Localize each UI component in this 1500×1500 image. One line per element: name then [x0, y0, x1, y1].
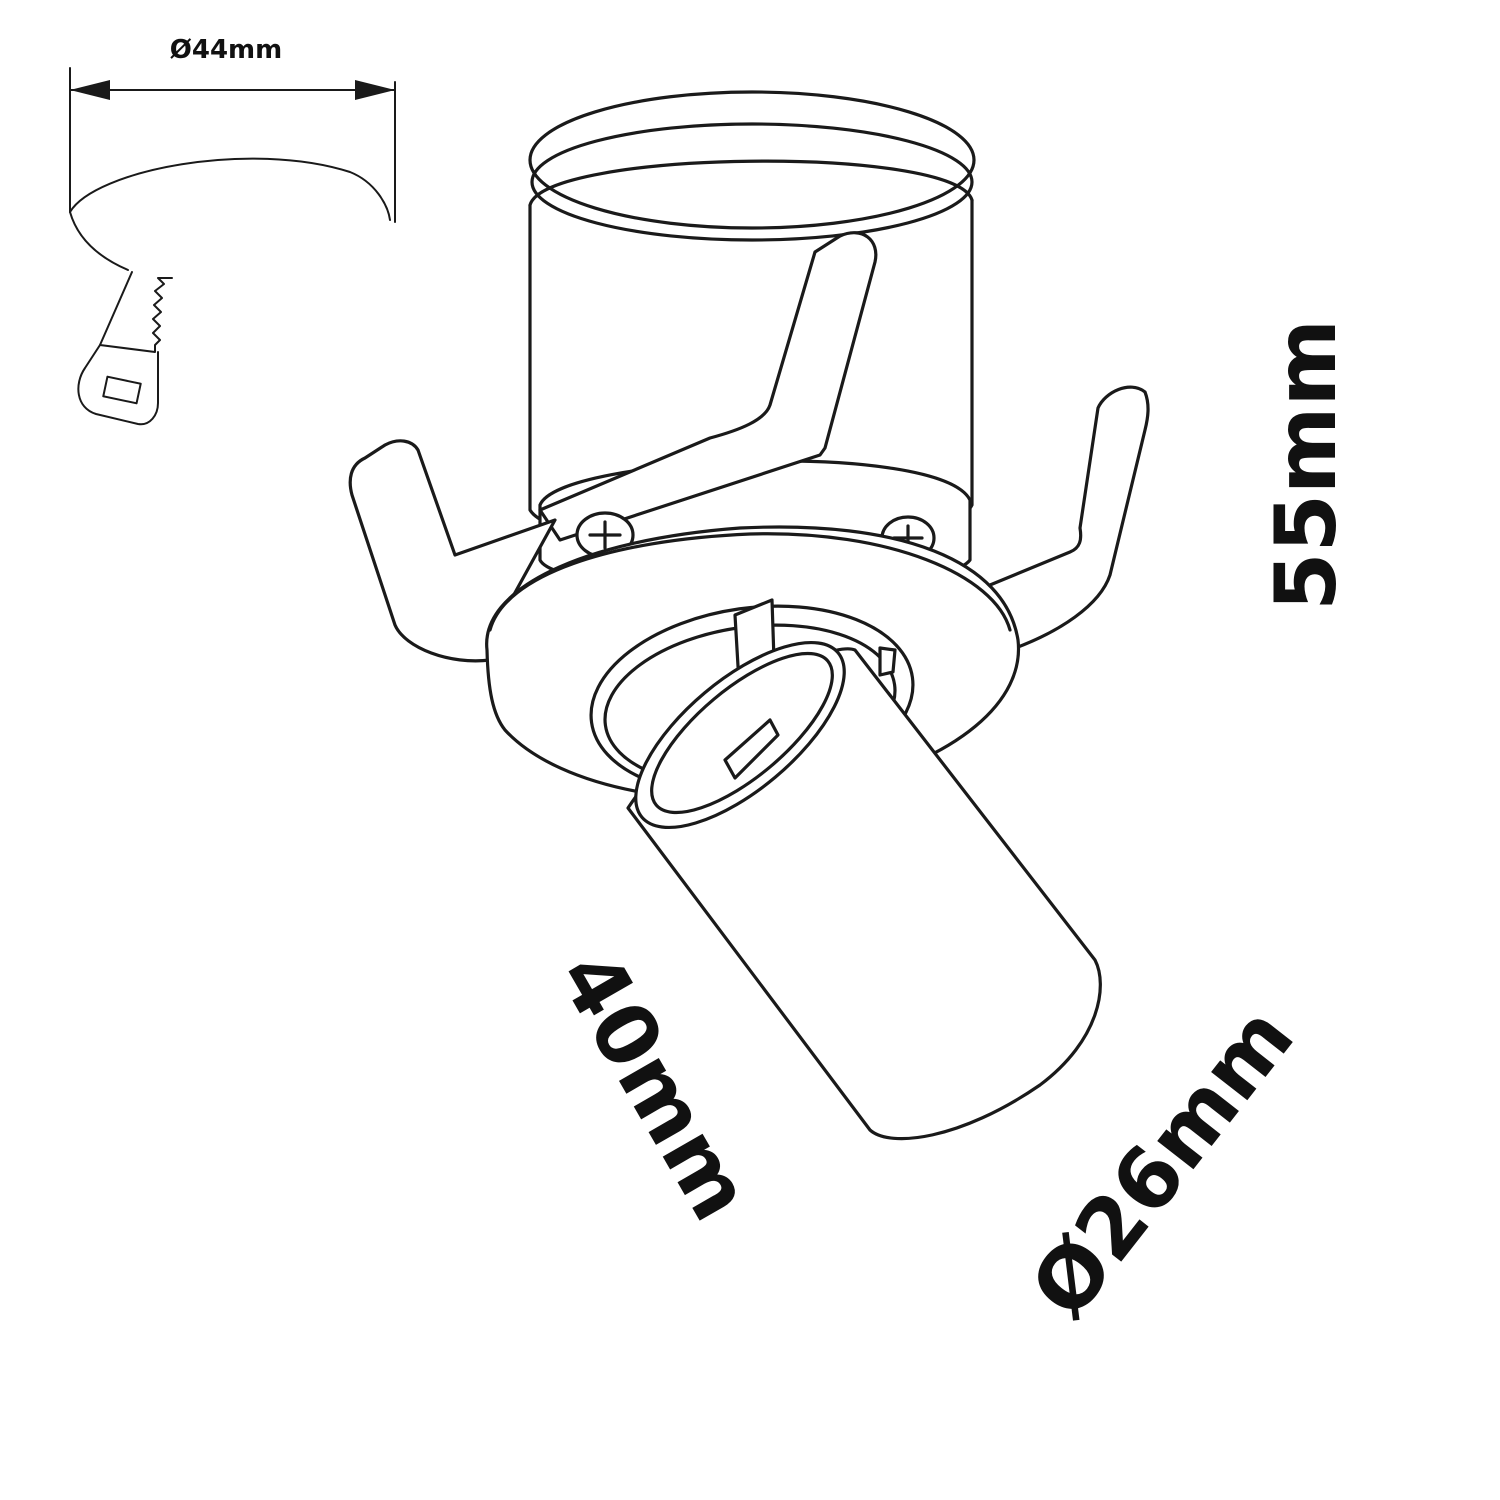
arrow-right-icon [355, 80, 395, 100]
saw-handle-icon [77, 344, 159, 426]
spot-tube [626, 640, 1102, 1141]
housing-top-inner [530, 122, 974, 242]
gimbal-pivot [878, 646, 897, 677]
spot-tube-yoke [723, 718, 780, 780]
fixture-illustration [348, 90, 1150, 1141]
cutout-hole-rim [69, 157, 391, 221]
cutout-hole-edge [69, 211, 129, 271]
spring-clip-upper-left [538, 231, 878, 542]
spot-length-label: 40mm [540, 935, 771, 1237]
cutout-diameter-label: Ø44mm [170, 35, 282, 65]
arrow-left-icon [70, 80, 110, 100]
housing-top-edge [528, 159, 974, 207]
height-label: 55mm [1257, 319, 1355, 611]
spot-tube-front-rim [634, 640, 846, 830]
cutout-illustration: Ø44mm [69, 35, 396, 426]
spring-clip-right [988, 385, 1150, 652]
saw-blade-icon [99, 271, 173, 353]
spot-tube-front-inner [650, 651, 834, 815]
saw-handle-slot-icon [102, 375, 142, 405]
